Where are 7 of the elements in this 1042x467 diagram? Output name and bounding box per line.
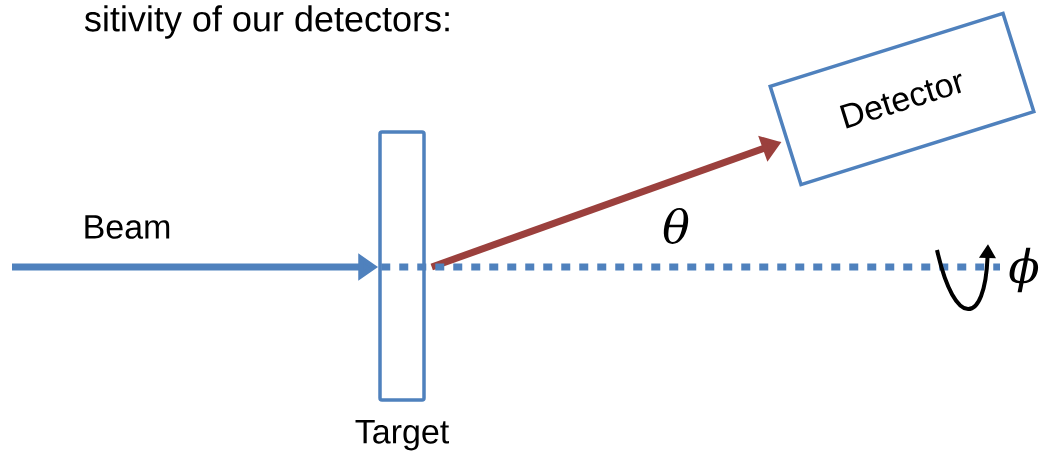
edge-label: Beam — [85, 215, 170, 239]
node-label: Target — [355, 419, 450, 451]
detector-box: Detector — [768, 11, 1036, 187]
angle-symbol: θ — [663, 208, 689, 244]
angle-symbol: ϕ — [1009, 247, 1039, 293]
sentence-text: sitivity of our detectors: — [84, 5, 449, 39]
target-box: Target — [355, 130, 449, 451]
